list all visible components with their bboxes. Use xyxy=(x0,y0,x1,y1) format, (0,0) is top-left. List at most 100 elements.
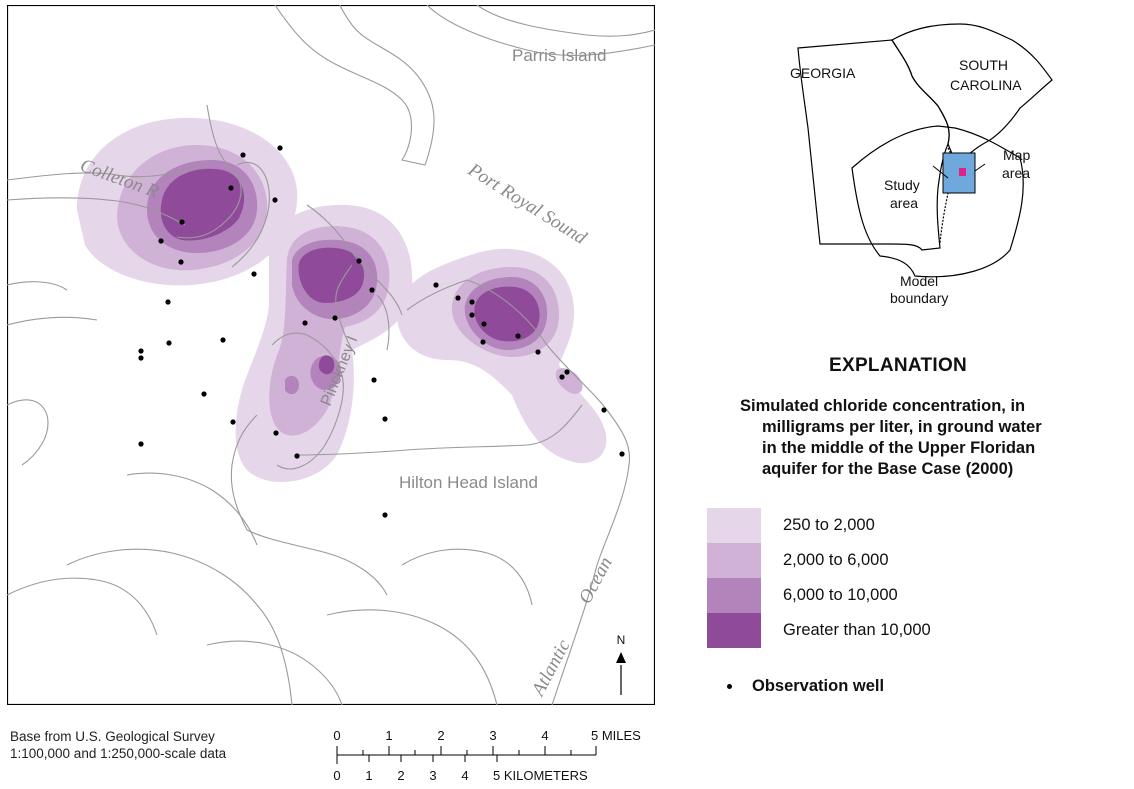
shoreline-sw-7 xyxy=(326,609,498,705)
observation-well xyxy=(619,451,625,457)
inset-south-carolina-outline xyxy=(891,23,1053,170)
scale-miles-4: 4 xyxy=(541,728,548,743)
plume-central-6000c xyxy=(285,375,299,395)
observation-well xyxy=(228,185,234,191)
observation-well xyxy=(220,337,226,343)
legend-swatch-2000-6000 xyxy=(707,543,761,578)
shoreline-w-2 xyxy=(7,316,98,326)
plume-central-10000b xyxy=(318,355,335,375)
observation-well xyxy=(302,320,308,326)
inset-label-map-area: area xyxy=(1002,165,1030,181)
observation-well xyxy=(455,295,461,301)
shoreline-pinckney-w xyxy=(335,264,353,351)
observation-well xyxy=(273,430,279,436)
inset-study-area xyxy=(942,152,976,194)
shoreline-north-coast xyxy=(426,5,655,56)
scale-miles-5: 5 MILES xyxy=(591,728,641,743)
shoreline-mid-island xyxy=(231,162,270,268)
explanation-description: Simulated chloride concentration, in mil… xyxy=(740,396,1130,480)
inset-model-boundary xyxy=(851,125,1024,278)
shoreline-sw-5 xyxy=(66,548,293,705)
north-arrow-label: N xyxy=(617,633,626,647)
observation-well xyxy=(138,355,144,361)
legend-label-greater-10000: Greater than 10,000 xyxy=(783,621,931,639)
inset-label-study-area: area xyxy=(890,195,918,211)
shoreline-colleton-s xyxy=(7,197,186,226)
explanation-desc-line-4: aquifer for the Base Case (2000) xyxy=(762,460,1014,478)
observation-well xyxy=(601,407,607,413)
chloride-plumes xyxy=(77,117,607,482)
observation-well xyxy=(433,282,439,288)
observation-well xyxy=(138,441,144,447)
observation-well-symbol xyxy=(727,684,732,689)
observation-well xyxy=(166,340,172,346)
credit-line-2: 1:100,000 and 1:250,000-scale data xyxy=(10,746,227,761)
observation-well xyxy=(480,339,486,345)
plume-east-10000 xyxy=(474,286,540,342)
observation-well xyxy=(138,348,144,354)
legend-row-6000-10000: 6,000 to 10,000 xyxy=(707,578,931,613)
observation-well xyxy=(294,453,300,459)
observation-well xyxy=(332,315,338,321)
observation-well xyxy=(382,512,388,518)
shoreline-sw-1 xyxy=(230,414,258,531)
observation-well-label: Observation well xyxy=(752,677,885,695)
observation-well xyxy=(201,391,207,397)
observation-well xyxy=(535,349,541,355)
shoreline-north-coast-2 xyxy=(476,5,655,37)
observation-well xyxy=(179,219,185,225)
inset-label-study: Study xyxy=(884,177,920,193)
concentration-legend: 250 to 2,000 2,000 to 6,000 6,000 to 10,… xyxy=(707,508,931,648)
inset-label-georgia: GEORGIA xyxy=(790,65,856,81)
map-credit: Base from U.S. Geological Survey 1:100,0… xyxy=(10,728,226,762)
observation-well xyxy=(481,321,487,327)
legend-label-250-2000: 250 to 2,000 xyxy=(783,516,875,534)
plume-central-10000 xyxy=(298,247,365,303)
inset-label-carolina: CAROLINA xyxy=(950,77,1022,93)
scale-km-1: 1 xyxy=(365,768,372,783)
inset-label-map: Map xyxy=(1003,147,1030,163)
shorelines xyxy=(7,5,655,705)
observation-well xyxy=(515,333,521,339)
inset-label-model: Model xyxy=(900,273,938,289)
shoreline-hilton-head xyxy=(296,404,583,456)
label-hilton-head-island: Hilton Head Island xyxy=(399,473,538,492)
observation-well xyxy=(251,271,257,277)
observation-wells xyxy=(138,145,625,518)
legend-row-250-2000: 250 to 2,000 xyxy=(707,508,931,543)
observation-well xyxy=(165,299,171,305)
shoreline-pinckney-n xyxy=(306,204,403,316)
legend-row-2000-6000: 2,000 to 6,000 xyxy=(707,543,931,578)
observation-well xyxy=(178,259,184,265)
observation-well xyxy=(277,145,283,151)
shoreline-sw-2 xyxy=(246,529,388,596)
observation-well xyxy=(158,238,164,244)
inset-locator-map: GEORGIA SOUTH CAROLINA Study area Map ar… xyxy=(780,18,1080,318)
map-panel: Parris Island Port Royal Sound Colleton … xyxy=(7,5,655,705)
scale-miles-2: 2 xyxy=(437,728,444,743)
scale-km-5: 5 KILOMETERS xyxy=(493,768,588,783)
explanation-desc-line-1: Simulated chloride concentration, in xyxy=(740,397,1026,415)
inset-label-boundary: boundary xyxy=(890,290,948,306)
observation-well xyxy=(371,377,377,383)
shoreline-hilton-head-e xyxy=(406,279,631,705)
north-arrow: N xyxy=(616,633,626,695)
legend-swatch-250-2000 xyxy=(707,508,761,543)
observation-well xyxy=(382,416,388,422)
credit-line-1: Base from U.S. Geological Survey xyxy=(10,729,215,744)
shoreline-sw-3 xyxy=(7,399,49,466)
legend-swatch-greater-10000 xyxy=(707,613,761,648)
shoreline-parris-island xyxy=(274,5,435,166)
well-legend: Observation well xyxy=(727,677,884,696)
scale-km-4: 4 xyxy=(461,768,468,783)
shoreline-sw-4 xyxy=(126,472,258,546)
scale-km-3: 3 xyxy=(429,768,436,783)
scale-bar: 0 1 2 3 4 5 MILES 0 1 2 3 4 5 KILOMETERS xyxy=(325,724,665,784)
observation-well xyxy=(230,419,236,425)
scale-km-2: 2 xyxy=(397,768,404,783)
explanation-desc-line-3: in the middle of the Upper Floridan xyxy=(762,439,1036,457)
legend-label-2000-6000: 2,000 to 6,000 xyxy=(783,551,889,569)
shoreline-sw-9 xyxy=(401,548,533,606)
shoreline-w-1 xyxy=(7,281,68,291)
explanation-desc-line-2: milligrams per liter, in ground water xyxy=(762,418,1042,436)
